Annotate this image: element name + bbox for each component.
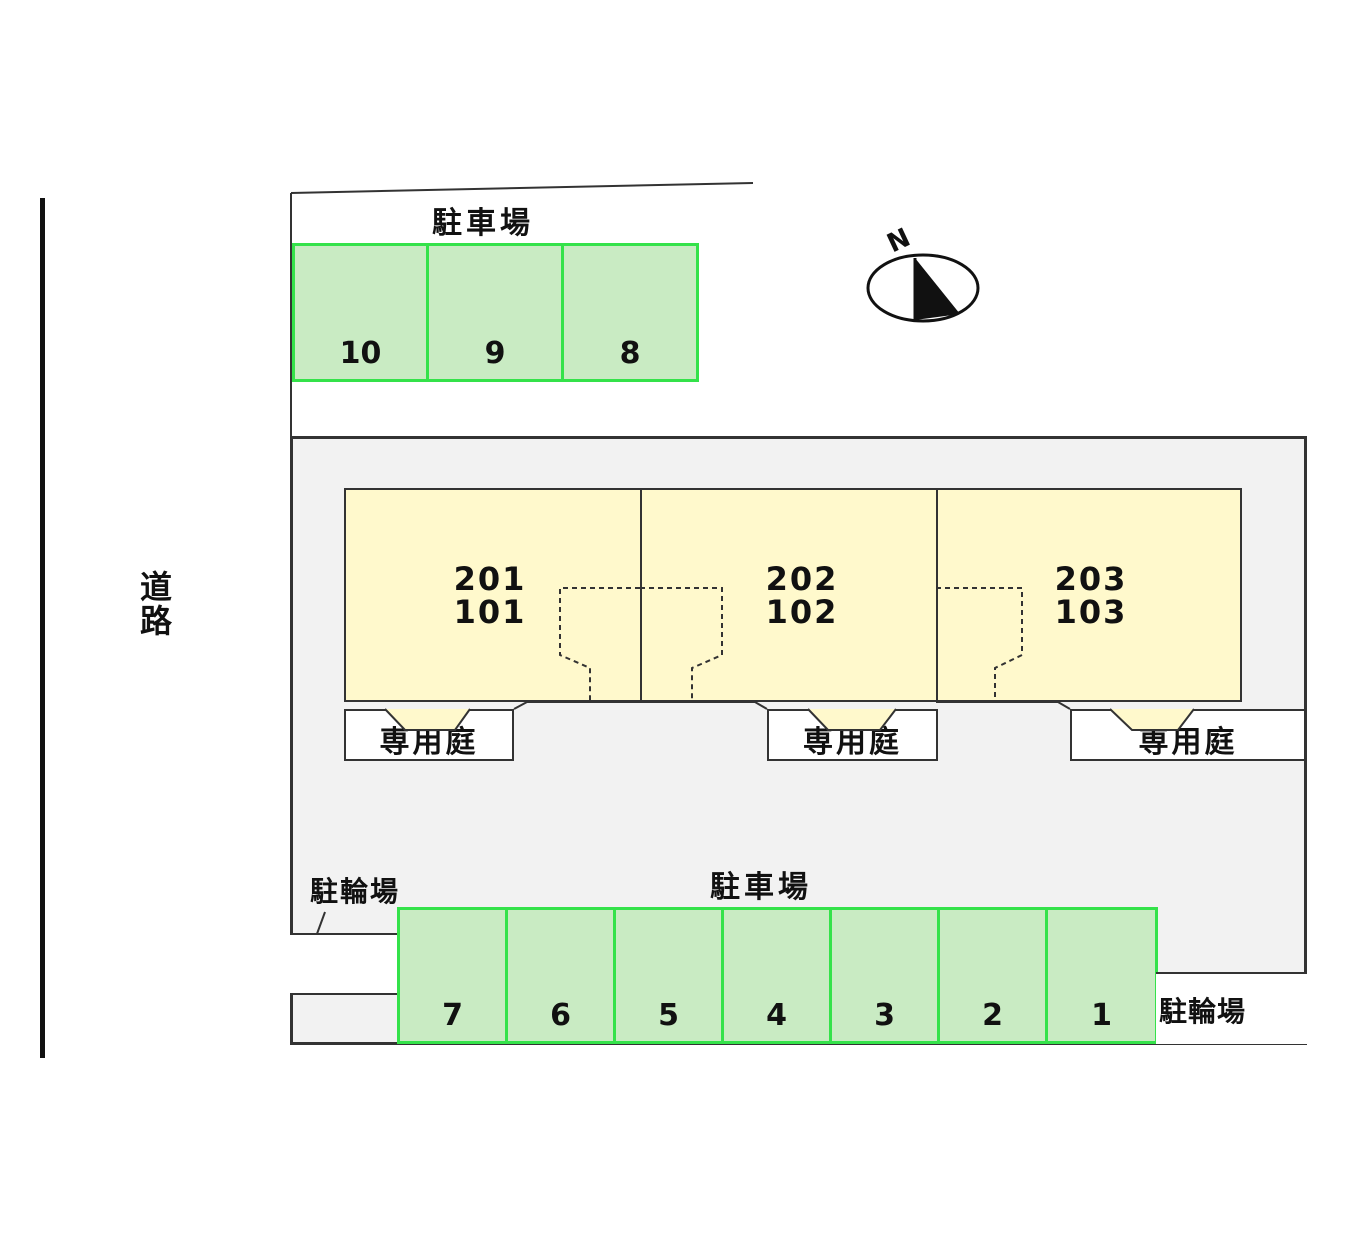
bicycle-parking-right-label: 駐輪場 bbox=[1159, 995, 1247, 1028]
parking-spot-9[interactable]: 9 bbox=[426, 243, 564, 382]
bicycle-parking-left-label: 駐輪場 bbox=[310, 875, 401, 908]
bottom-parking-label: 駐車場 bbox=[710, 870, 812, 905]
parking-spot-4[interactable]: 4 bbox=[721, 907, 832, 1044]
unit-101-label: 101 bbox=[453, 593, 527, 631]
parking-spot-8[interactable]: 8 bbox=[561, 243, 699, 382]
bicycle-parking-right-area[interactable] bbox=[1156, 972, 1307, 1044]
parking-spot-10[interactable]: 10 bbox=[292, 243, 429, 382]
parking-spot-6[interactable]: 6 bbox=[505, 907, 616, 1044]
parking-spot-5[interactable]: 5 bbox=[613, 907, 724, 1044]
unit-block-1[interactable] bbox=[344, 488, 642, 702]
unit-203-label: 203 bbox=[1054, 560, 1128, 598]
unit-102-label: 102 bbox=[765, 593, 839, 631]
parking-spot-7[interactable]: 7 bbox=[397, 907, 508, 1044]
parking-spot-1[interactable]: 1 bbox=[1045, 907, 1158, 1044]
unit-103-label: 103 bbox=[1054, 593, 1128, 631]
unit-201-label: 201 bbox=[453, 560, 527, 598]
unit-block-3[interactable] bbox=[936, 488, 1242, 702]
parking-spot-2[interactable]: 2 bbox=[937, 907, 1048, 1044]
parking-spot-3[interactable]: 3 bbox=[829, 907, 940, 1044]
unit-block-2[interactable] bbox=[640, 488, 938, 702]
road-label: 道路 bbox=[140, 568, 173, 640]
unit-202-label: 202 bbox=[765, 560, 839, 598]
road-edge-line bbox=[40, 198, 45, 1058]
bicycle-parking-left-area[interactable] bbox=[290, 933, 398, 995]
private-garden-3[interactable]: 専用庭 bbox=[1070, 709, 1306, 761]
north-compass-icon bbox=[866, 253, 980, 323]
top-parking-label: 駐車場 bbox=[432, 206, 534, 241]
